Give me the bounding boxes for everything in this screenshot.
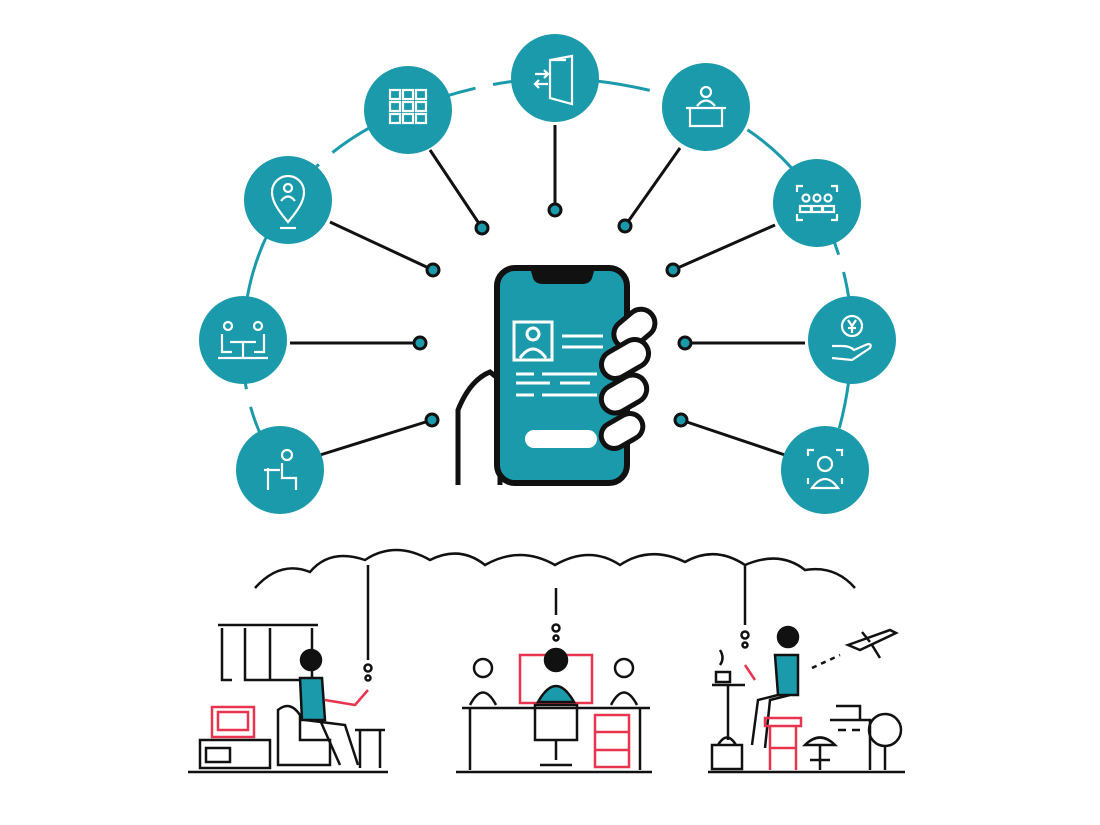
desk-worker-icon <box>236 426 324 514</box>
cafe-travel-scene <box>708 625 905 774</box>
face-recognition-icon <box>781 426 869 514</box>
thumb <box>455 369 503 485</box>
home-work-scene <box>188 623 388 774</box>
group-scan-icon <box>773 159 861 247</box>
cloud-line <box>254 548 856 589</box>
meeting-table-icon <box>199 296 287 384</box>
door-entry-icon <box>511 34 599 122</box>
phone-notch <box>530 268 595 284</box>
reception-desk-icon <box>662 63 750 151</box>
smartphone <box>455 265 658 486</box>
yen-payment-hand-icon <box>808 296 896 384</box>
cloud-connections <box>363 565 750 682</box>
airplane-icon <box>844 628 899 659</box>
fingers <box>598 306 658 451</box>
locker-grid-icon <box>364 66 452 154</box>
spokes <box>290 125 805 457</box>
spoke-dots <box>412 202 693 428</box>
location-pin-person-icon <box>244 156 332 244</box>
office-work-scene <box>456 647 652 774</box>
profile-photo-icon <box>512 320 554 362</box>
phone-action-button <box>525 430 597 448</box>
